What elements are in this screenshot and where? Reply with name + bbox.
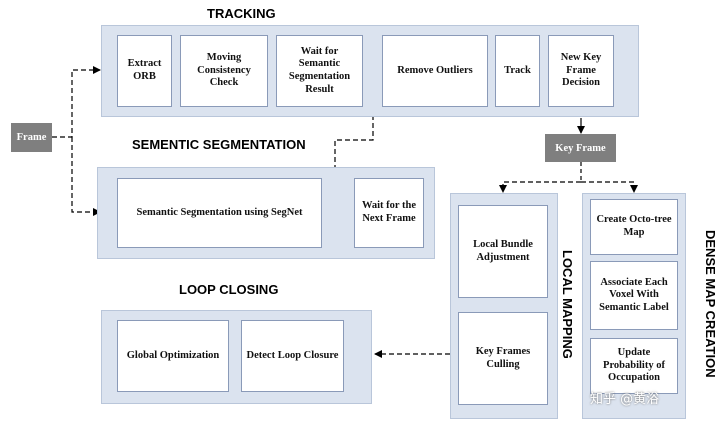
- keyframes-culling-box: Key Frames Culling: [458, 312, 548, 405]
- local-bundle-box: Local Bundle Adjustment: [458, 205, 548, 298]
- create-octo-tree-box: Create Octo-tree Map: [590, 199, 678, 255]
- semantic-to-wait-arrow: [334, 69, 377, 178]
- watermark-text: 知乎 @黄浴: [590, 392, 660, 407]
- wait-semantic-result-box: Wait for Semantic Segmentation Result: [276, 35, 363, 107]
- moving-consistency-box: Moving Consistency Check: [180, 35, 268, 107]
- new-keyframe-decision-box: New Key Frame Decision: [548, 35, 614, 107]
- loop-closing-title: LOOP CLOSING: [179, 282, 279, 297]
- tracking-title: TRACKING: [207, 6, 276, 21]
- track-box: Track: [495, 35, 540, 107]
- frame-to-semantic-arrow: [71, 137, 101, 216]
- associate-voxel-box: Associate Each Voxel With Semantic Label: [590, 261, 678, 330]
- update-probability-box: Update Probability of Occupation: [590, 338, 678, 394]
- detect-loop-closure-box: Detect Loop Closure: [241, 320, 344, 392]
- local-mapping-title: LOCAL MAPPING: [560, 250, 575, 359]
- frame-box: Frame: [11, 123, 52, 152]
- extract-orb-box: Extract ORB: [117, 35, 172, 107]
- dense-map-title: DENSE MAP CREATION: [703, 230, 718, 378]
- wait-next-frame-box: Wait for the Next Frame: [354, 178, 424, 248]
- keyframe-to-dense-arrow: [581, 181, 638, 193]
- semantic-title: SEMENTIC SEGMENTATION: [132, 137, 306, 152]
- segnet-box: Semantic Segmentation using SegNet: [117, 178, 322, 248]
- remove-outliers-box: Remove Outliers: [382, 35, 488, 107]
- key-frame-box: Key Frame: [545, 134, 616, 162]
- frame-to-tracking-arrow: [52, 66, 101, 138]
- keyframe-to-local-arrow: [499, 181, 581, 193]
- global-optimization-box: Global Optimization: [117, 320, 229, 392]
